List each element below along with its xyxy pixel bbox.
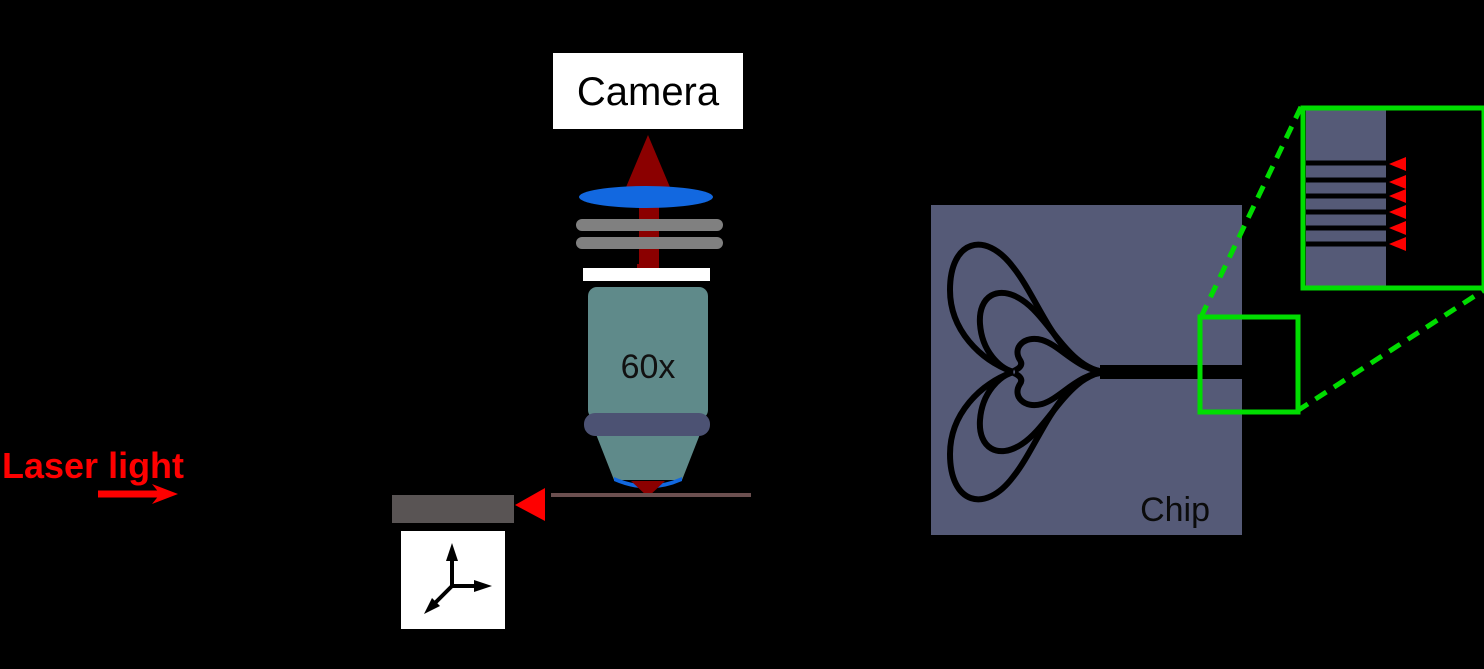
photonic-chip: Chip	[931, 205, 1242, 535]
coupling-arrow	[1389, 205, 1406, 219]
axis-z-arrowhead	[446, 543, 458, 561]
coupling-arrow	[1389, 175, 1406, 189]
camera-box	[551, 51, 745, 131]
filter-bar-2	[576, 237, 723, 249]
fiber-stage-block	[392, 495, 514, 523]
coupling-arrow	[1389, 221, 1406, 235]
laser-light-label: Laser light	[2, 445, 184, 486]
axis-y-arrowhead	[424, 598, 440, 614]
laser-direction-arrow	[98, 484, 178, 504]
coupling-arrow	[1389, 237, 1406, 251]
excitation-beam-arrowhead	[631, 481, 665, 497]
coupling-arrow	[1389, 189, 1406, 203]
chip-region-of-interest-box	[1197, 314, 1301, 415]
camera-label: Camera	[577, 70, 720, 114]
waveguide-loop-lower-outer	[946, 369, 1109, 503]
objective-front-lens	[614, 477, 682, 489]
chip-output-waveguide-bundle	[1100, 365, 1242, 379]
tube-lens	[579, 186, 713, 208]
waveguide-facet-inset	[1300, 105, 1484, 291]
axis-x-arrowhead	[474, 580, 492, 592]
connector-line-top	[1198, 105, 1304, 319]
inset-border	[1300, 105, 1484, 291]
chip-waveguide-network	[946, 241, 1109, 503]
waveguide-loop-mid-upper	[1009, 335, 1109, 375]
connector-line-bottom	[1295, 287, 1484, 414]
filter-bar-1	[576, 219, 723, 231]
waveguide-loop-upper-inner	[976, 289, 1109, 375]
fiber-tip-arrow	[515, 488, 545, 521]
inset-connector-dashed-lines	[1198, 105, 1484, 414]
objective-collar	[584, 413, 710, 436]
emission-beam-arrowhead	[624, 135, 672, 200]
objective-mount-slab	[583, 268, 710, 281]
objective-magnification-label: 60x	[621, 348, 676, 386]
objective-lens: 60x	[584, 287, 710, 489]
objective-body	[588, 287, 708, 419]
xyz-axis-box	[399, 529, 507, 631]
objective-cone	[592, 424, 704, 480]
camera-module: Camera	[551, 51, 745, 131]
inset-waveguide-lines	[1306, 160, 1386, 247]
coupling-arrow	[1389, 157, 1406, 171]
inset-coupling-arrows	[1389, 157, 1406, 251]
chip-label: Chip	[1140, 491, 1210, 529]
